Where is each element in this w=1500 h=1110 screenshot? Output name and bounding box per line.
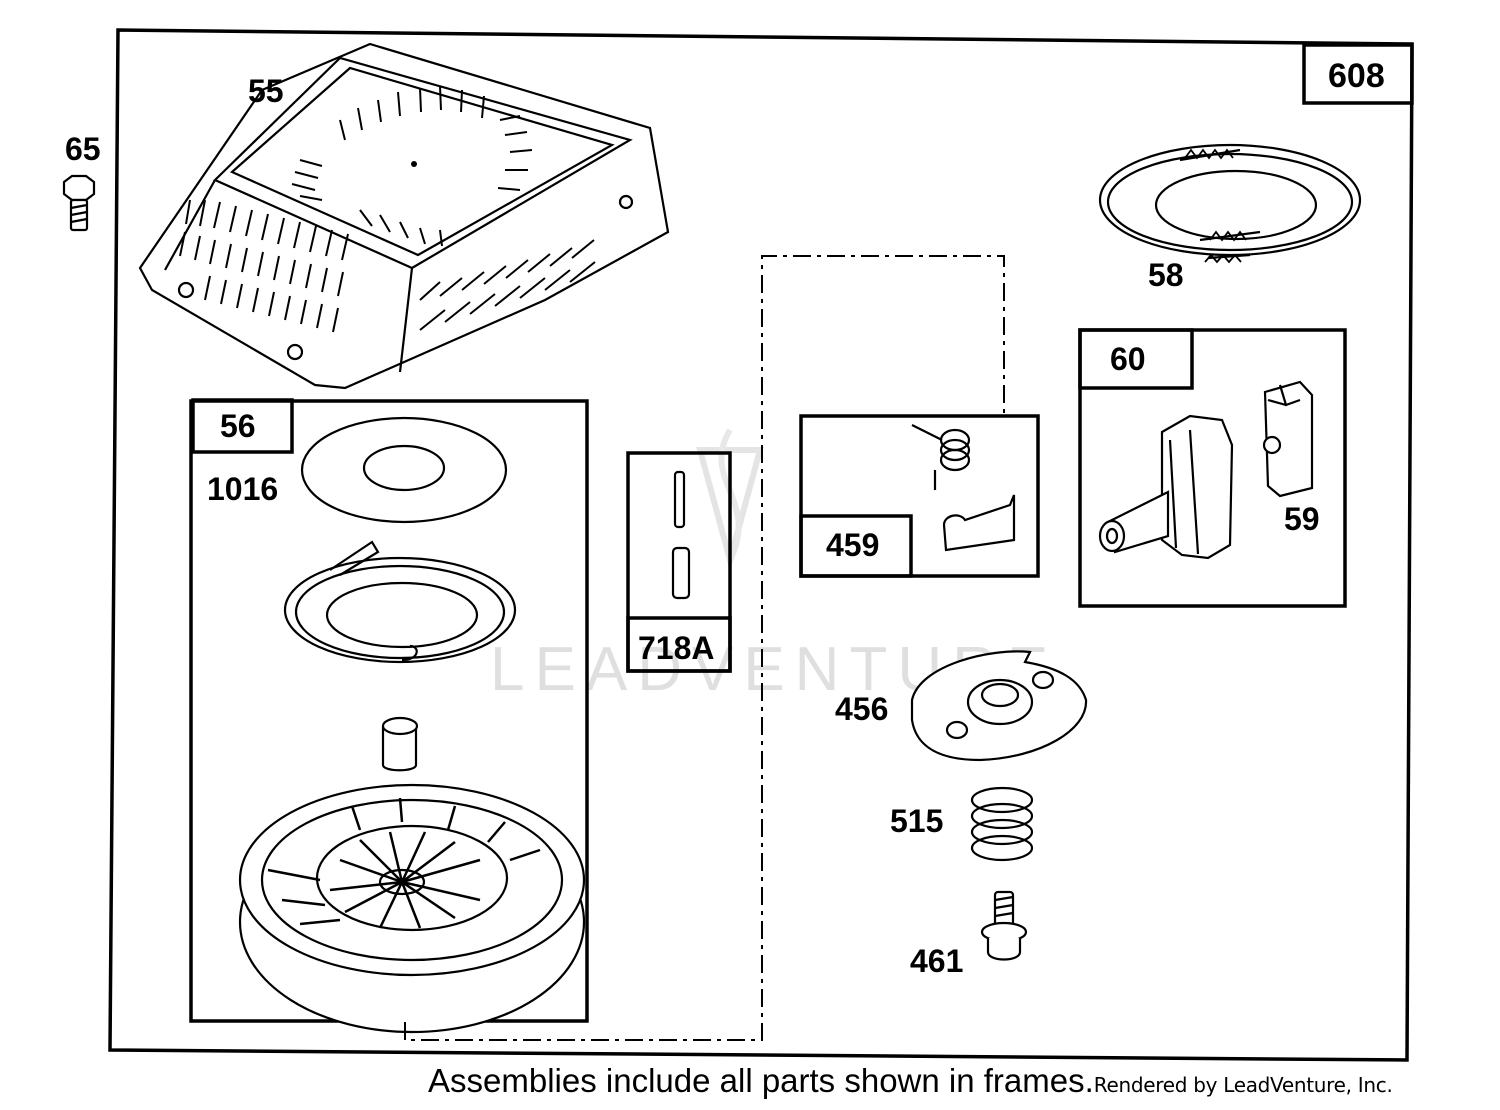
pin-cylinder xyxy=(381,716,419,772)
pulley xyxy=(238,783,586,1034)
callout-56: 56 xyxy=(220,408,256,444)
callout-1016: 1016 xyxy=(207,471,278,507)
part-59-insert xyxy=(1262,380,1314,498)
caption-credit: Rendered by LeadVenture, Inc. xyxy=(1093,1073,1393,1097)
part-60-handle xyxy=(1098,414,1234,560)
part-55-blower-housing xyxy=(138,42,670,390)
part-718a-pins xyxy=(671,470,691,600)
callout-515: 515 xyxy=(890,803,943,839)
callout-718a: 718A xyxy=(638,630,715,666)
part-456-retainer xyxy=(910,650,1088,762)
outer-frame-608 xyxy=(108,28,1414,1062)
leader-line-56 xyxy=(404,255,1005,1041)
part-459-pawl-spring xyxy=(911,424,1016,552)
part-515-spring xyxy=(970,786,1034,862)
label-box-60 xyxy=(1078,328,1194,390)
callout-65: 65 xyxy=(65,131,101,167)
callout-60: 60 xyxy=(1110,341,1146,377)
callout-459: 459 xyxy=(826,527,879,563)
part-461-screw xyxy=(980,890,1028,961)
spring-coil xyxy=(283,540,517,664)
callout-59: 59 xyxy=(1284,501,1320,537)
caption-note: Assemblies include all parts shown in fr… xyxy=(428,1062,1094,1099)
label-box-718a xyxy=(626,616,732,673)
callout-456: 456 xyxy=(835,691,888,727)
label-box-56 xyxy=(191,398,294,454)
callout-608: 608 xyxy=(1328,57,1385,95)
part-65-bolt xyxy=(62,174,96,232)
frame-60 xyxy=(1078,328,1347,608)
part-1016-washer xyxy=(300,416,508,524)
label-box-459 xyxy=(799,514,913,578)
label-box-608 xyxy=(1302,43,1414,105)
part-58-starter-rope xyxy=(1098,143,1362,264)
caption: Assemblies include all parts shown in fr… xyxy=(428,1062,1393,1100)
frame-459 xyxy=(799,414,1040,578)
callout-58: 58 xyxy=(1148,257,1184,293)
callout-461: 461 xyxy=(910,943,963,979)
callout-55: 55 xyxy=(248,73,284,109)
